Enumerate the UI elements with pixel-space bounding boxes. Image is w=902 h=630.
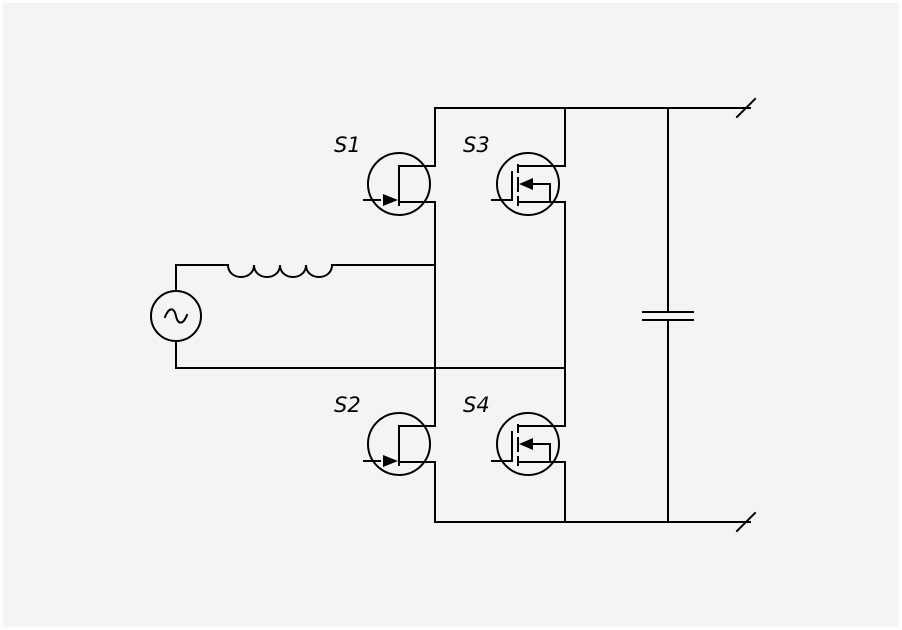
s4-body — [496, 412, 560, 476]
s4-arrow-icon — [519, 438, 533, 450]
ac-source — [150, 290, 202, 342]
ac-source-circle — [150, 290, 202, 342]
s2-label: S2 — [334, 393, 361, 417]
bottom-rail-break-mark — [735, 511, 757, 533]
s1-arrow-icon — [383, 194, 398, 206]
s3-label: S3 — [463, 133, 490, 157]
s2-arrow-icon — [383, 455, 398, 467]
switch-s1: S1 — [334, 133, 436, 216]
s3-arrow-icon — [519, 178, 533, 190]
inductor — [226, 263, 334, 278]
wiring — [175, 97, 757, 533]
sine-icon — [163, 308, 189, 324]
s1-body — [367, 152, 431, 216]
switch-s2: S2 — [334, 393, 436, 476]
s2-body — [367, 412, 431, 476]
switch-s4: S4 — [463, 393, 566, 476]
s3-body — [496, 152, 560, 216]
switch-s3: S3 — [463, 133, 566, 216]
s4-label: S4 — [463, 393, 490, 417]
top-rail-break-mark — [735, 97, 757, 119]
s1-label: S1 — [334, 133, 361, 157]
capacitor — [642, 311, 694, 321]
